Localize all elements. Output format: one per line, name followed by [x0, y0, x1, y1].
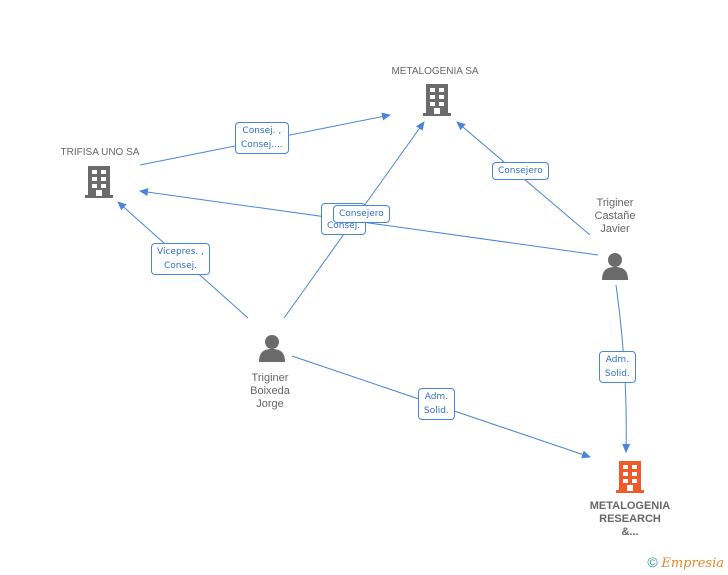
edge-label-castane-research[interactable]: Adm. Solid. — [599, 351, 636, 383]
edge-label-boixeda-research[interactable]: Adm. Solid. — [418, 388, 455, 420]
label-line: Consejero — [498, 166, 543, 176]
label-line: RESEARCH — [599, 513, 661, 525]
label-line: Solid. — [605, 369, 630, 379]
node-label-castane[interactable]: Triginer Castañe Javier — [570, 197, 660, 236]
label-line: Triginer — [251, 372, 289, 384]
label-line: Adm. — [424, 392, 449, 402]
label-line: Solid. — [424, 406, 449, 416]
label-line: Consej. — [163, 261, 198, 271]
building-icon-main[interactable] — [616, 461, 644, 493]
label-line: Boixeda — [250, 385, 290, 397]
node-label-research[interactable]: METALOGENIA RESEARCH &... — [570, 500, 690, 539]
building-icon[interactable] — [423, 84, 451, 116]
node-label-metalogenia-sa[interactable]: METALOGENIA SA — [391, 66, 479, 77]
label-line: Consej.... — [241, 140, 283, 150]
edge-label-castane-trifisa[interactable]: Consejero — [333, 205, 390, 223]
label-line: Adm. — [605, 355, 630, 365]
label-line: Jorge — [256, 398, 284, 410]
label-line: Consej. , — [242, 126, 282, 136]
label-line: METALOGENIA — [589, 500, 671, 512]
brand-logo[interactable]: Empresia — [661, 556, 724, 571]
label-line: Triginer — [596, 197, 634, 209]
footer-brand: © Empresia — [647, 554, 724, 571]
label-line: &... — [621, 526, 639, 538]
person-icon[interactable] — [602, 253, 628, 280]
label-line: Consejero — [339, 209, 384, 219]
edge-label-castane-metalogenia[interactable]: Consejero — [492, 162, 549, 180]
edge-label-trifisa-metalogenia[interactable]: Consej. , Consej.... — [235, 122, 289, 154]
edge-label-boixeda-trifisa[interactable]: Vicepres. , Consej. — [151, 243, 210, 275]
label-line: Javier — [600, 223, 630, 235]
label-line: Castañe — [594, 210, 636, 222]
label-line: Vicepres. , — [157, 247, 204, 257]
building-icon[interactable] — [85, 166, 113, 198]
node-label-trifisa[interactable]: TRIFISA UNO SA — [60, 147, 140, 158]
label-line: Consej. — [327, 221, 361, 231]
person-icon[interactable] — [259, 335, 285, 362]
node-label-boixeda[interactable]: Triginer Boixeda Jorge — [225, 372, 315, 411]
edge-castane-trifisa[interactable] — [139, 188, 599, 256]
copyright-icon: © — [647, 554, 658, 570]
